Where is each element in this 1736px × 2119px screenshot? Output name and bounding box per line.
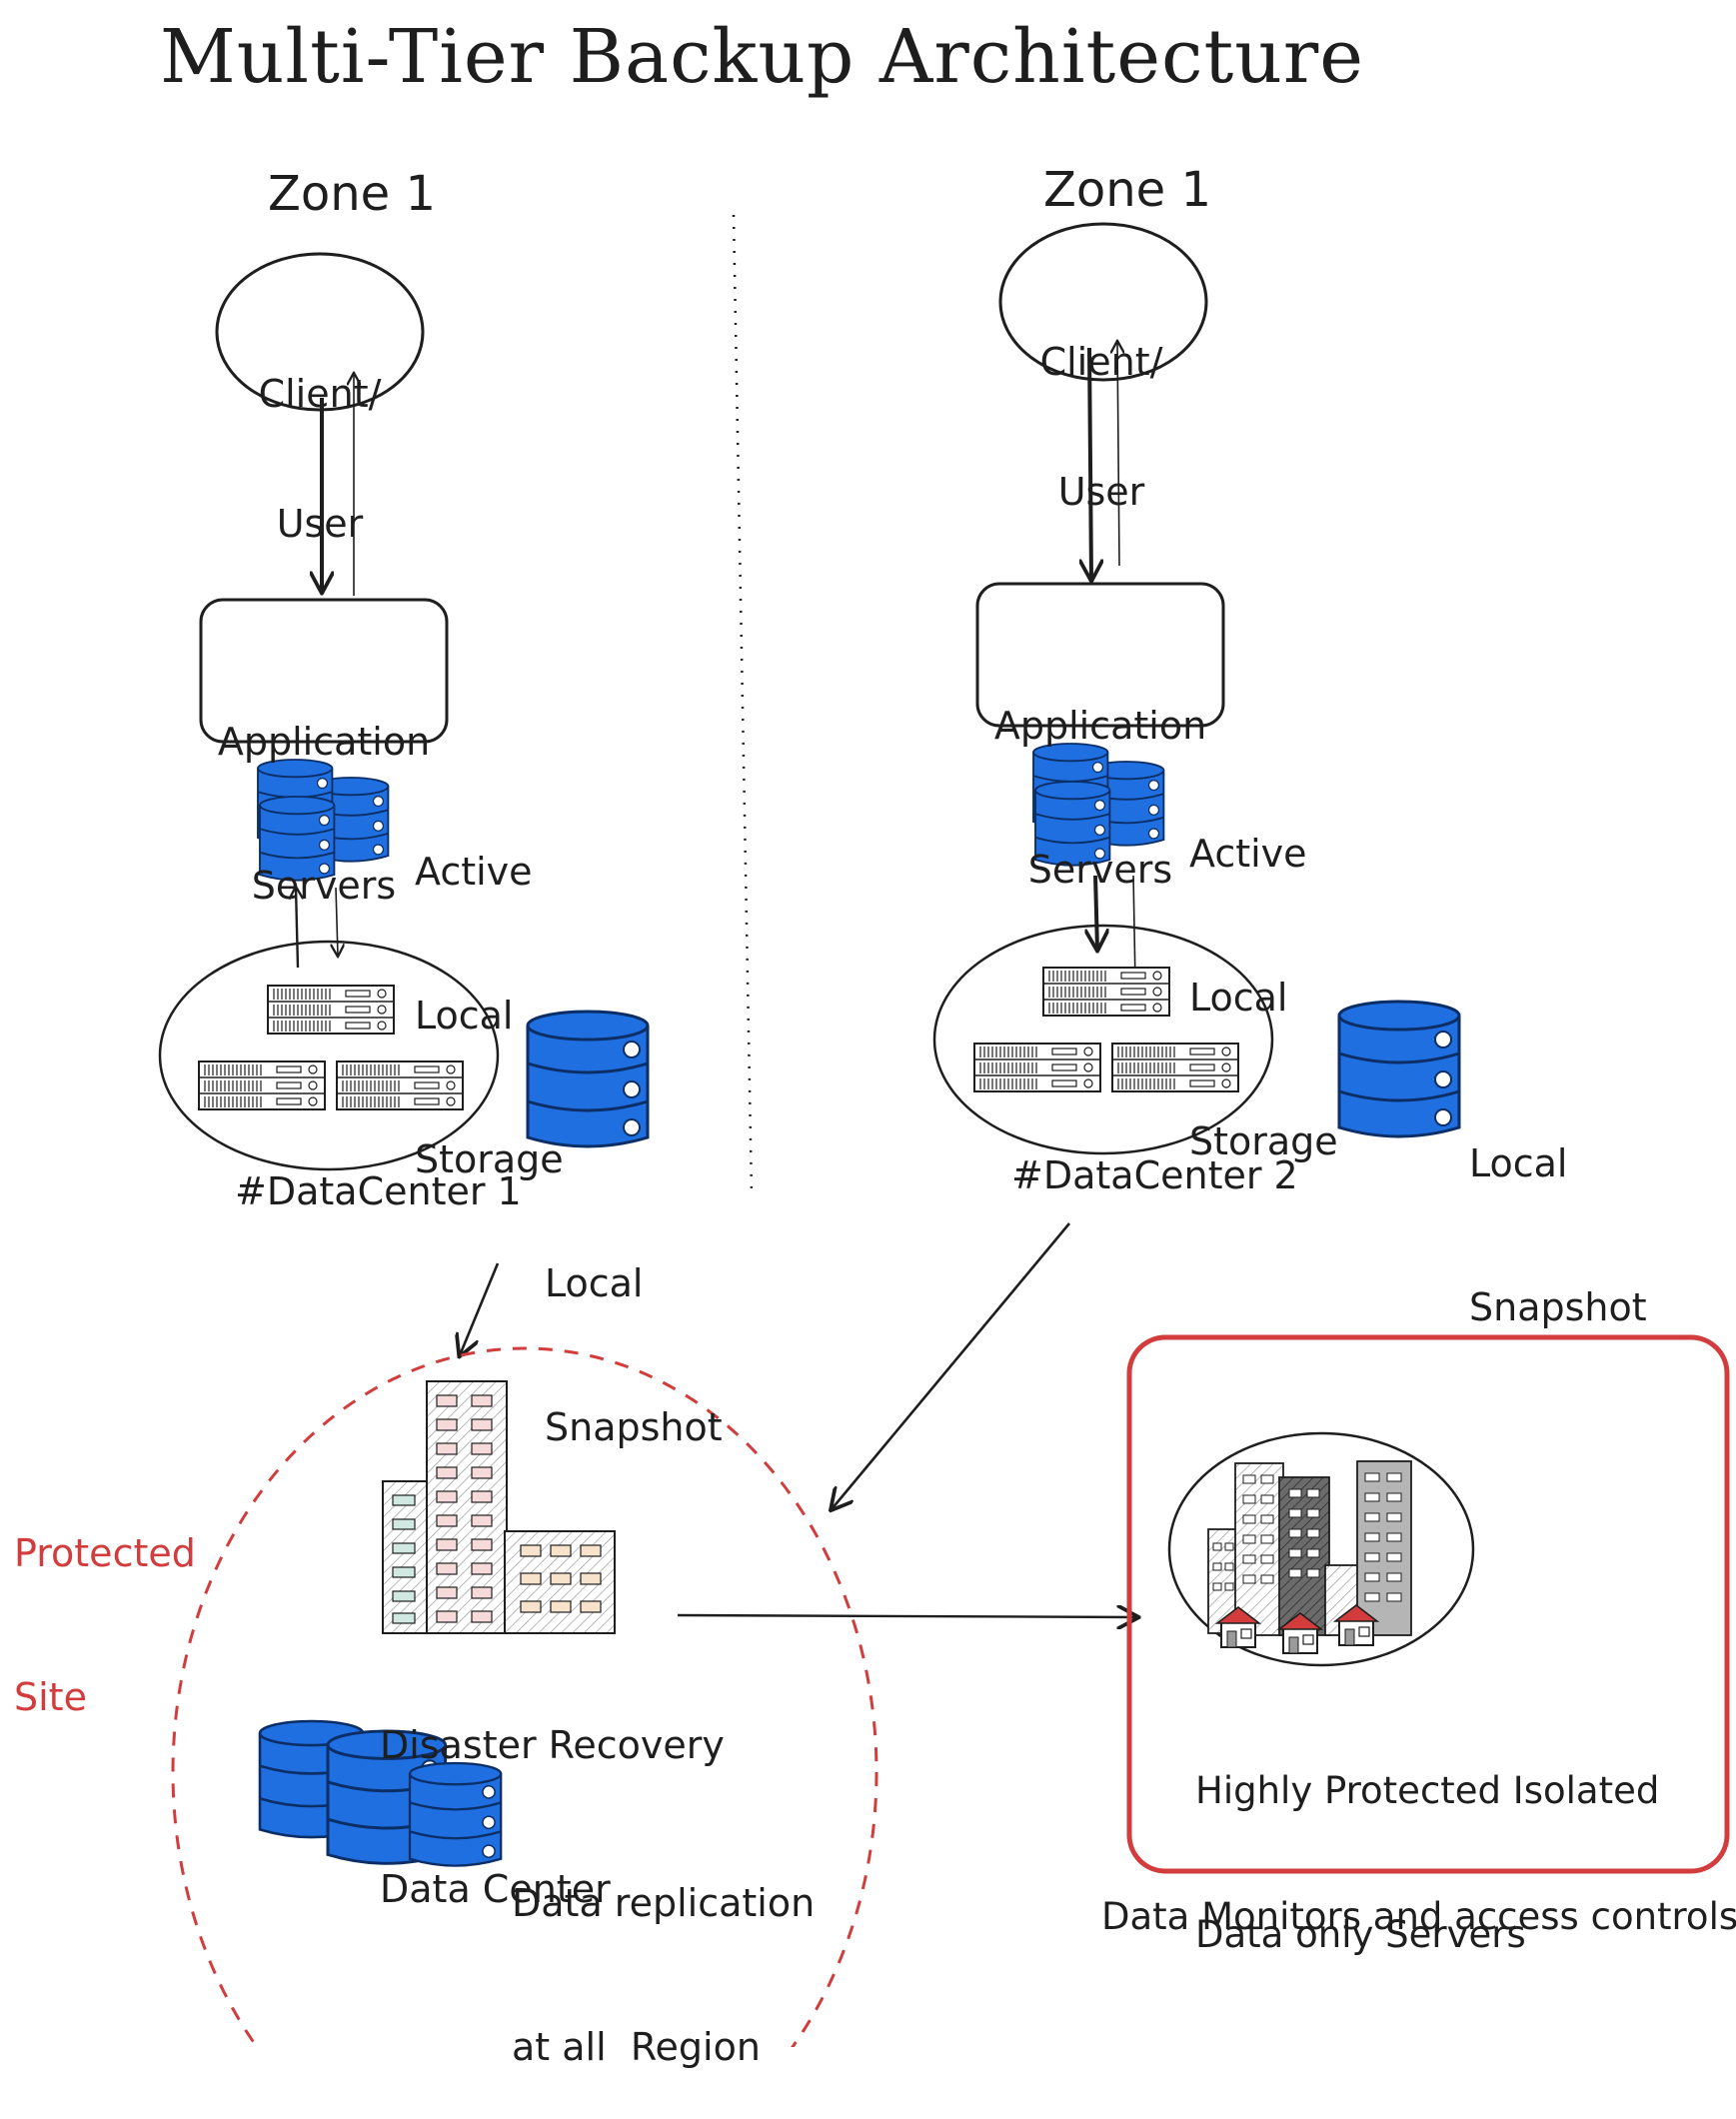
isolated-label-line2: Data only Servers — [1195, 1913, 1526, 1956]
arrow-app-to-client-2 — [1117, 342, 1119, 567]
storage-label-line3: Storage — [415, 1137, 564, 1181]
datacenter-2-ellipse — [932, 924, 1274, 1155]
client-user-node-2 — [998, 222, 1208, 382]
client-label-line1: Client/ — [1039, 340, 1163, 384]
storage-label-line2: Local — [1189, 976, 1288, 1020]
client-label-line1: Client/ — [258, 372, 382, 416]
snapshot-label-line2: Snapshot — [1469, 1285, 1647, 1329]
app-label-line2: Servers — [1027, 848, 1173, 892]
arrow-storage-to-dc1 — [336, 887, 338, 956]
arrow-dc1-to-dr — [460, 1262, 500, 1355]
arrow-storage-to-dc2-b — [1133, 875, 1135, 984]
monitors-footer-label: Data Monitors and access controls — [1101, 1895, 1736, 1938]
datacenter-2-label: #DataCenter 2 — [1011, 1153, 1298, 1197]
disaster-recovery-label: Disaster Recovery Data Center — [380, 1625, 725, 1961]
storage-label-line1: Active — [415, 850, 533, 894]
active-local-storage-label-1: Active Local Storage — [415, 752, 564, 1231]
zone-heading-1: Zone 1 — [268, 166, 436, 222]
datacenter-1-ellipse — [158, 940, 500, 1171]
application-servers-label-2: Application Servers — [979, 606, 1221, 942]
app-label-line1: Application — [993, 704, 1207, 748]
arrow-dc2-to-dr — [832, 1222, 1070, 1509]
app-label-line2: Servers — [251, 864, 397, 908]
protected-site-boundary — [171, 1346, 878, 2047]
application-servers-box-1 — [199, 598, 449, 744]
data-replication-label: Data replication at all Region — [512, 1783, 815, 2119]
protected-site-label: Protected Site — [14, 1433, 196, 1769]
snapshot-label-line1: Local — [545, 1261, 644, 1305]
zone-divider — [732, 214, 754, 1195]
replication-label-line2: at all Region — [512, 2025, 761, 2069]
client-label-line2: User — [1057, 470, 1145, 514]
storage-label-line3: Storage — [1189, 1119, 1338, 1163]
isolated-servers-box — [1126, 1334, 1730, 1874]
protected-label-line2: Site — [14, 1675, 87, 1719]
arrow-client-to-app-2 — [1089, 347, 1091, 580]
arrow-dr-to-isolated — [677, 1615, 1137, 1617]
isolated-label-line1: Highly Protected Isolated — [1195, 1769, 1660, 1812]
datacenter-1-label: #DataCenter 1 — [235, 1169, 522, 1213]
client-label-line2: User — [276, 502, 364, 546]
dr-label-line1: Disaster Recovery — [380, 1723, 725, 1767]
isolated-city-ellipse — [1167, 1431, 1475, 1667]
storage-label-line2: Local — [415, 994, 514, 1038]
arrow-storage-to-dc2-a — [1095, 875, 1097, 950]
local-snapshot-label-1: Local Snapshot — [545, 1163, 723, 1499]
protected-label-line1: Protected — [14, 1531, 196, 1575]
client-user-label-2: Client/ User — [1001, 252, 1201, 558]
snapshot-label-line2: Snapshot — [545, 1405, 723, 1449]
replication-label-line1: Data replication — [512, 1881, 816, 1925]
app-label-line1: Application — [217, 720, 431, 764]
diagram-canvas: Multi-Tier Backup Architecture Zone 1 Cl… — [14, 14, 1736, 2069]
diagram-title: Multi-Tier Backup Architecture — [160, 14, 1365, 100]
local-snapshot-db-icon-2 — [1337, 1000, 1461, 1138]
storage-label-line1: Active — [1189, 832, 1307, 876]
local-snapshot-label-2: Local Snapshot — [1469, 1044, 1647, 1379]
zone-heading-2: Zone 1 — [1043, 162, 1211, 218]
client-user-label-1: Client/ User — [220, 284, 420, 590]
application-servers-box-2 — [975, 582, 1225, 728]
arrow-dc1-to-storage — [296, 888, 298, 969]
application-servers-label-1: Application Servers — [203, 622, 445, 958]
building-icon-dr — [382, 1380, 616, 1634]
building-icon-isolated — [1207, 1460, 1412, 1654]
dr-label-line2: Data Center — [380, 1867, 611, 1911]
snapshot-label-line1: Local — [1469, 1141, 1568, 1185]
isolated-servers-label: Highly Protected Isolated Data only Serv… — [1195, 1671, 1659, 2007]
active-local-storage-label-2: Active Local Storage — [1189, 734, 1338, 1213]
